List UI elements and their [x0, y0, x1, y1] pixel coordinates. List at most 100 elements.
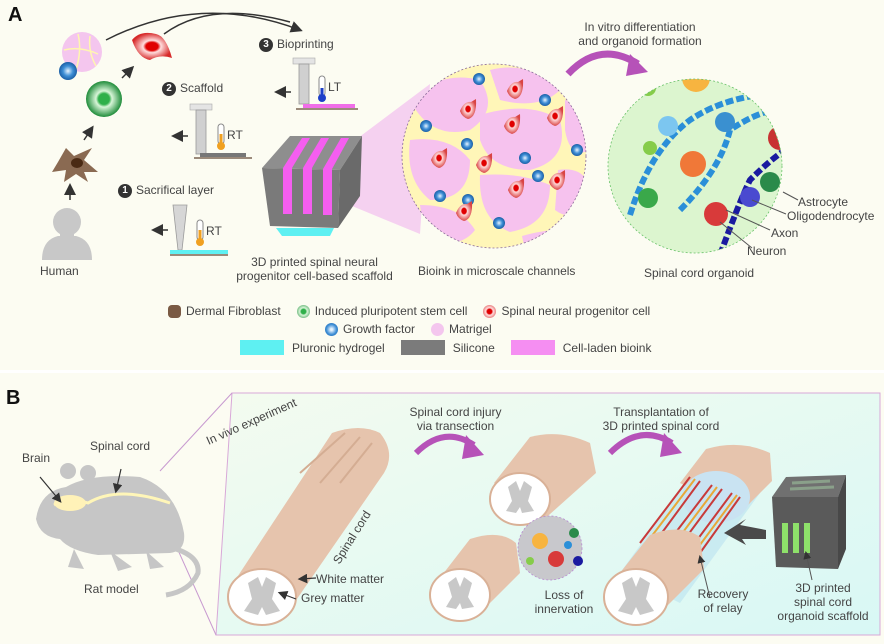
scaffold-nozzle-icon — [189, 103, 252, 159]
axon-pointer — [725, 209, 771, 231]
growth-factor-particle — [571, 144, 583, 156]
grey-matter-label: Grey matter — [301, 591, 365, 605]
pluronic-swatch — [240, 340, 284, 355]
oligodendrocyte-pointer — [751, 199, 787, 215]
progenitor-cell — [547, 106, 564, 126]
legend-cell-laden-bioink: Cell-laden bioink — [510, 340, 651, 355]
step-3-number: 3 — [259, 37, 273, 52]
neuron-label: Neuron — [747, 244, 787, 258]
growth-factor-icon — [325, 322, 338, 336]
step-1-number: 1 — [118, 183, 132, 198]
bioink-cells — [420, 73, 583, 229]
differentiation-arrow-head — [626, 54, 648, 76]
step-2-number: 2 — [162, 81, 176, 96]
printed-scaffold-block — [262, 136, 362, 236]
progenitor-cell — [431, 148, 448, 168]
oligodendrocyte-label: Oligodendrocyte — [787, 209, 875, 223]
growth-factor-particle — [539, 94, 551, 106]
growth-factor-particle — [519, 152, 531, 164]
transplant-line1: Transplantation of — [613, 405, 709, 419]
legend-row-1: Dermal Fibroblast Induced pluripotent st… — [168, 304, 666, 318]
progenitor-cell — [476, 153, 493, 173]
legend-silicone: Silicone — [400, 340, 495, 355]
matrigel-icon — [62, 32, 102, 72]
rat-model-label: Rat model — [84, 582, 139, 596]
grey-matter-pointer — [277, 591, 297, 601]
scaffold-b-line1: 3D printed — [795, 581, 851, 595]
step-3-temp: LT — [328, 80, 342, 94]
injured-cord-upper — [489, 434, 596, 526]
dermal-fibroblast-icon — [168, 304, 181, 318]
spinal-cord-cylinder — [227, 428, 390, 626]
silicone-swatch — [400, 340, 445, 355]
loss-caption: Loss of innervation — [524, 588, 604, 616]
legend-matrigel: Matrigel — [431, 322, 492, 336]
organoid-magnified-circle — [607, 78, 783, 254]
recovery-line1: Recovery — [697, 587, 749, 601]
differentiation-caption: In vitro differentiation and organoid fo… — [560, 20, 720, 48]
legend-spinal-neural-progenitor: Spinal neural progenitor cell — [483, 304, 650, 318]
injury-line1: Spinal cord injury — [409, 405, 502, 419]
repaired-cord — [603, 444, 772, 626]
neuron-pointer — [719, 221, 753, 249]
progenitor-cell — [549, 170, 566, 190]
injury-line2: via transection — [416, 419, 495, 433]
rat-icon — [36, 463, 201, 598]
thermometer-icon — [318, 75, 326, 102]
legend-label: Silicone — [452, 340, 495, 355]
loss-line2: innervation — [534, 602, 594, 616]
legend-dermal-fibroblast: Dermal Fibroblast — [168, 304, 281, 318]
legend-label: Dermal Fibroblast — [186, 304, 281, 318]
arrow-up-right — [121, 65, 135, 79]
injury-caption: Spinal cord injury via transection — [398, 405, 513, 433]
matrigel-icon — [431, 322, 445, 336]
legend-label: Growth factor — [343, 322, 416, 336]
panel-b-artwork — [36, 392, 881, 636]
spinal-neural-progenitor-icon — [483, 304, 497, 318]
spinal-cord-pointer — [112, 468, 123, 494]
human-label: Human — [40, 264, 79, 278]
recovery-pointer — [697, 555, 711, 599]
scaffold-b-caption: 3D printed spinal cord organoid scaffold — [768, 581, 878, 623]
legend-row-3: Pluronic hydrogel Silicone Cell-laden bi… — [240, 340, 667, 355]
white-matter-pointer — [297, 573, 317, 584]
step-2-temp: RT — [227, 128, 243, 142]
thermometer-icon — [217, 123, 225, 150]
growth-factor-particle — [420, 120, 432, 132]
growth-factor-icon — [59, 62, 77, 80]
loss-line1: Loss of — [544, 588, 584, 602]
scaffold-caption: 3D printed spinal neural progenitor cell… — [232, 255, 397, 283]
white-matter-label: White matter — [316, 572, 385, 586]
progenitor-cell — [456, 201, 473, 221]
step-2-text: Scaffold — [180, 81, 224, 95]
transplant-line2: 3D printed spinal cord — [602, 419, 720, 433]
ipsc-icon — [296, 304, 310, 318]
step-2-label: 2 Scaffold — [162, 81, 223, 96]
scaffold-pointer — [803, 551, 813, 581]
recovery-caption: Recovery of relay — [688, 587, 758, 615]
organoid-scaffold-cube — [772, 475, 846, 569]
scaffold-b-line3: organoid scaffold — [777, 609, 869, 623]
growth-factor-particle — [434, 190, 446, 202]
scaffold-caption-line2: progenitor cell-based scaffold — [236, 269, 393, 283]
panel-letter-a: A — [8, 4, 23, 26]
differentiation-line2: and organoid formation — [578, 34, 702, 48]
transplant-arrow-head — [660, 433, 682, 457]
brain-label: Brain — [22, 451, 51, 465]
loss-of-innervation-circle — [517, 515, 583, 581]
brain-pointer — [39, 476, 62, 503]
human-icon — [42, 208, 92, 260]
legend-ipsc: Induced pluripotent stem cell — [296, 304, 467, 318]
panel-letter-b: B — [6, 387, 21, 409]
bioprinting-nozzle-icon — [292, 57, 358, 110]
axon-label: Axon — [771, 226, 799, 240]
astrocyte-label: Astrocyte — [798, 195, 849, 209]
progenitor-cell — [507, 79, 524, 99]
progenitor-cell — [508, 178, 525, 198]
panel-a-artwork — [42, 12, 799, 260]
legend-growth-factor: Growth factor — [325, 322, 415, 336]
growth-factor-particle — [532, 170, 544, 182]
legend-pluronic: Pluronic hydrogel — [240, 340, 385, 355]
rat-spinal-cord-label: Spinal cord — [90, 439, 151, 453]
